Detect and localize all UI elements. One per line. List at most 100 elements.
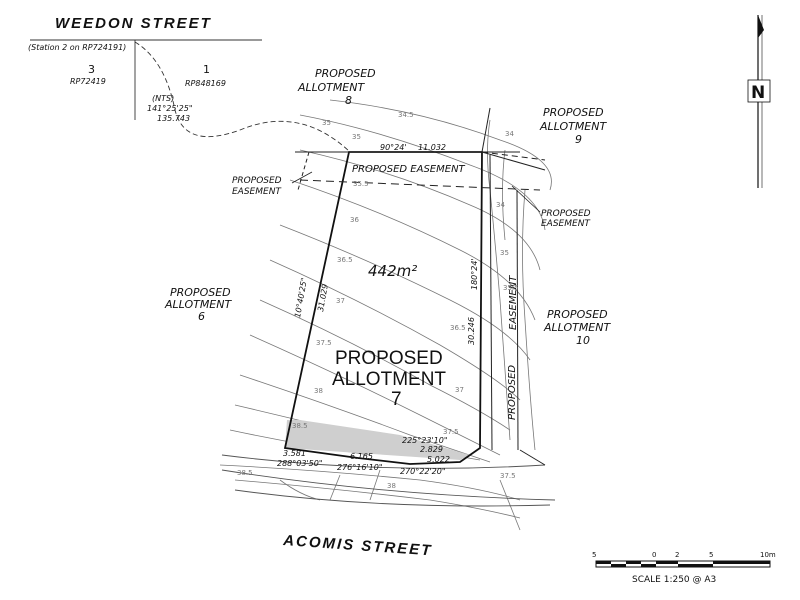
allotment-6-number: 6 xyxy=(198,310,205,323)
contour-label: 36.5 xyxy=(337,256,353,264)
contour-label: 38.5 xyxy=(237,469,253,477)
tie-bearing: 141°25'25" xyxy=(147,104,193,113)
lot1-number: 1 xyxy=(203,63,210,76)
lot1-plan: RP848169 xyxy=(185,79,226,88)
contour-label: 35 xyxy=(500,249,509,257)
contour-label: 34 xyxy=(505,130,514,138)
contour-line xyxy=(234,479,521,519)
contour-line xyxy=(299,149,541,271)
allotment-7-boundary xyxy=(283,151,483,465)
tie-dashed-line xyxy=(134,41,351,153)
contour-label: 35.5 xyxy=(353,180,369,188)
allotment-8-line1: PROPOSED xyxy=(315,67,376,80)
allotment-6-line2: ALLOTMENT xyxy=(164,298,232,311)
allotment-10-label: PROPOSED ALLOTMENT 10 xyxy=(543,308,611,347)
scale-tick-label: 5 xyxy=(592,551,596,559)
contour-lines xyxy=(219,99,552,531)
contour-line xyxy=(369,469,381,501)
allotment-6-line1: PROPOSED xyxy=(170,286,231,299)
lot3-number: 3 xyxy=(88,63,95,76)
contour-line xyxy=(487,119,511,441)
top-bearing: 90°24' xyxy=(380,143,407,152)
scale-bar: 5 0 2 5 10m SCALE 1:250 @ A3 xyxy=(592,551,776,585)
scale-tick-label: 0 xyxy=(652,551,656,559)
allotment-9-line1: PROPOSED xyxy=(543,106,604,119)
allotment-10-line2: ALLOTMENT xyxy=(543,321,611,334)
contour-line xyxy=(329,99,552,191)
easement-vertical-label: EASEMENT xyxy=(508,275,519,330)
road-edge-line xyxy=(221,454,546,469)
contour-line xyxy=(249,334,501,456)
leader-arrows xyxy=(291,171,541,213)
road-edge-line xyxy=(234,489,551,507)
b1-distance: 3.581 xyxy=(283,449,306,458)
allotment-8-label: PROPOSED ALLOTMENT 8 xyxy=(297,67,376,107)
contour-line xyxy=(499,479,521,531)
allotment-8-line2: ALLOTMENT xyxy=(297,81,365,94)
allotment-6-label: PROPOSED ALLOTMENT 6 xyxy=(164,286,232,323)
existing-boundaries xyxy=(30,39,351,153)
contour-label: 38 xyxy=(387,482,396,490)
b2-distance: 6.165 xyxy=(350,452,373,461)
leader-right xyxy=(511,185,541,213)
contour-label: 35.5 xyxy=(503,284,519,292)
station-note: (Station 2 on RP724191) xyxy=(28,43,126,52)
north-arrow-head xyxy=(758,15,764,38)
easement-vertical-line xyxy=(516,189,519,451)
easement-left-line1: PROPOSED xyxy=(232,176,282,186)
b3-distance: 5.022 xyxy=(427,455,450,464)
road-lines xyxy=(221,454,556,507)
contour-label: 35 xyxy=(352,133,361,141)
br-distance: 2.829 xyxy=(420,445,443,454)
allotment-7-label: PROPOSED ALLOTMENT 7 xyxy=(332,348,446,410)
scale-tick-label: 2 xyxy=(675,551,679,559)
easement-right-line1: PROPOSED xyxy=(541,209,591,219)
right-distance: 30.246 xyxy=(467,317,476,345)
contour-label: 38.5 xyxy=(292,422,308,430)
easement-diagonal-line xyxy=(519,449,546,466)
allotment-7-line2: ALLOTMENT xyxy=(332,369,446,390)
br-bearing: 225°23'10" xyxy=(402,436,448,445)
contour-label: 34 xyxy=(496,201,505,209)
contour-label: 36 xyxy=(350,216,359,224)
allotment-7-number: 7 xyxy=(391,389,402,410)
allotment-8-number: 8 xyxy=(345,94,352,107)
contour-label: 37 xyxy=(455,386,464,394)
contour-line xyxy=(299,114,546,231)
dimension-labels: 90°24' 11.032 10°40'25" 31.029 180°24' 3… xyxy=(277,143,479,476)
north-label: N xyxy=(751,83,765,103)
road-edge-line xyxy=(221,469,556,501)
allotment-7-line1: PROPOSED xyxy=(335,348,443,369)
easement-strip-label: PROPOSED EASEMENT xyxy=(352,164,466,175)
allotment-10-number: 10 xyxy=(576,334,590,347)
contour-label: 38 xyxy=(314,387,323,395)
scale-bar-segment xyxy=(626,561,641,564)
contour-labels: 34.5 34 35 35 35.5 36 36.5 37 37.5 38 38… xyxy=(237,111,519,490)
contour-line xyxy=(502,149,506,241)
allotment-9-label: PROPOSED ALLOTMENT 9 xyxy=(539,106,607,146)
b1-bearing: 288°03'50" xyxy=(277,459,323,468)
contour-line xyxy=(219,464,521,501)
lot9-boundary xyxy=(481,151,546,171)
scale-bar-segment xyxy=(656,561,678,564)
right-bearing: 180°24' xyxy=(470,258,479,290)
lot3-plan: RP72419 xyxy=(70,77,106,86)
allotment-9-line2: ALLOTMENT xyxy=(539,120,607,133)
scale-caption: SCALE 1:250 @ A3 xyxy=(632,575,716,585)
contour-line xyxy=(329,474,341,501)
area-label: 442m² xyxy=(368,262,417,280)
contour-label: 36.5 xyxy=(450,324,466,332)
scale-bar-segment xyxy=(641,564,656,567)
leader-left xyxy=(291,171,313,184)
scale-bar-segment xyxy=(713,561,770,564)
nts-note: (NTS) xyxy=(152,94,174,103)
contour-label: 37.5 xyxy=(443,428,459,436)
contour-label: 37 xyxy=(336,297,345,305)
scale-bar-segment xyxy=(611,564,626,567)
scale-tick-label: 5 xyxy=(709,551,713,559)
contour-label: 37.5 xyxy=(316,339,332,347)
easement-top-dashed xyxy=(481,151,546,161)
b3-bearing: 270°22'20" xyxy=(400,467,446,476)
b2-bearing: 276°16'10" xyxy=(337,463,383,472)
